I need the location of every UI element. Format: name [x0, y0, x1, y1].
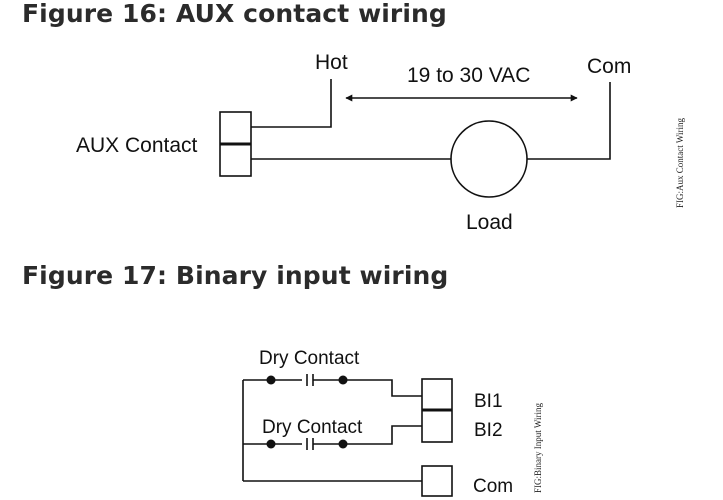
voltage-label: 19 to 30 VAC — [407, 64, 530, 87]
figure-17-diagram: Dry Contact Dry Contact BI1 BI2 Com FIG:… — [242, 348, 543, 497]
bi1-wire — [343, 379, 422, 397]
figure-16-side-tag: FIG:Aux Contact Wiring — [675, 118, 685, 208]
figure-16-diagram: Hot 19 to 30 VAC Com AUX Contact Load FI… — [76, 51, 685, 234]
contact-1-node-left — [266, 375, 276, 385]
com-label: Com — [587, 55, 631, 78]
com-wire — [527, 82, 611, 160]
contact-2-node-left — [266, 439, 276, 449]
aux-contact-label: AUX Contact — [76, 134, 198, 157]
load-coil — [450, 120, 528, 198]
bi2-wire — [343, 425, 422, 445]
dry-contact-2-label: Dry Contact — [262, 417, 363, 438]
com-terminal-label: Com — [473, 476, 513, 497]
figure-17-side-tag: FIG:Binary Input Wiring — [533, 403, 543, 493]
contact-2-node-right — [338, 439, 348, 449]
load-label: Load — [466, 211, 513, 234]
contact-1-node-right — [338, 375, 348, 385]
bi2-label: BI2 — [474, 420, 503, 441]
dry-contact-1-label: Dry Contact — [259, 348, 360, 369]
bi1-label: BI1 — [474, 391, 503, 412]
figure-16-title: Figure 16: AUX contact wiring — [22, 0, 447, 28]
hot-wire — [251, 79, 332, 128]
com-terminal — [421, 465, 453, 497]
hot-label: Hot — [315, 51, 348, 74]
figure-17-title: Figure 17: Binary input wiring — [22, 261, 449, 290]
